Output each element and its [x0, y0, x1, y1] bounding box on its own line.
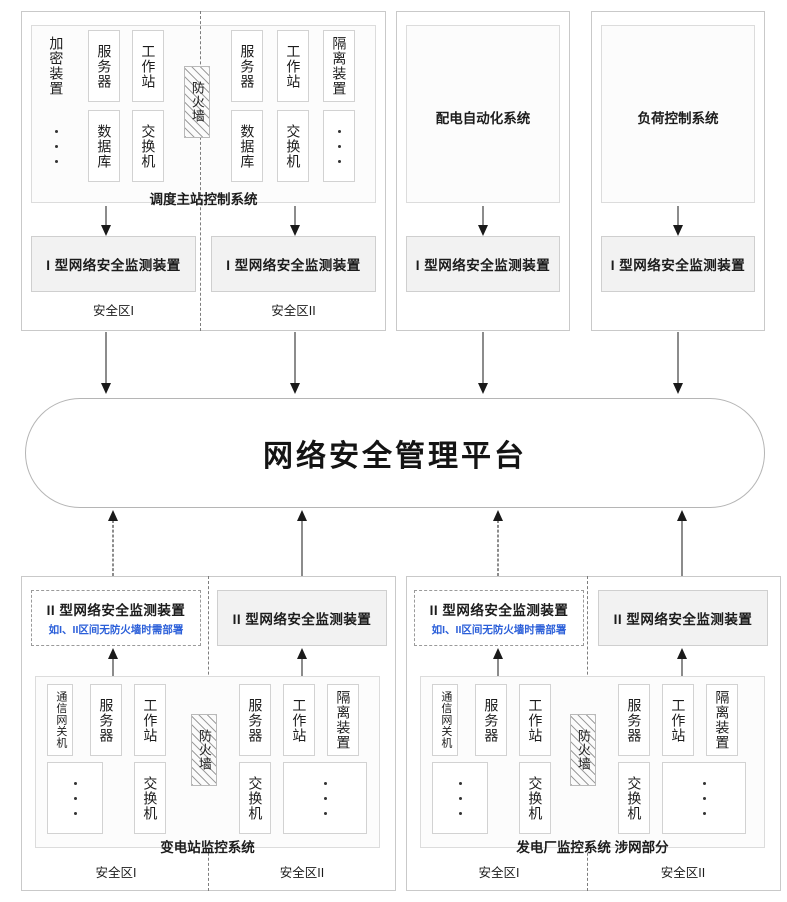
security-management-platform: 网络安全管理平台: [25, 398, 765, 508]
arrow-power-plant-z2-to-platform: [676, 510, 688, 576]
device-isolation-pp-z2: 隔离装置: [706, 684, 738, 756]
monitor-power-plant-zone1: II 型网络安全监测装置 如I、II区间无防火墙时需部署: [414, 590, 584, 646]
monitor-label: II 型网络安全监测装置: [613, 612, 753, 627]
distribution-system-label: 配电自动化系统: [435, 111, 531, 126]
device-workstation-sub-z1: 工作站: [134, 684, 166, 756]
monitor-load-control: I 型网络安全监测装置: [601, 236, 755, 292]
arrow-distribution-to-monitor: [477, 206, 489, 236]
distribution-system-panel: [406, 25, 560, 203]
monitor-dispatch-zone1: I 型网络安全监测装置: [31, 236, 196, 292]
device-switch-sub-z1: 交换机: [134, 762, 166, 834]
firewall-block-dispatch: 防火墙: [184, 66, 210, 138]
substation-system-label: 变电站监控系统: [160, 840, 255, 855]
monitor-power-plant-zone2: II 型网络安全监测装置: [598, 590, 768, 646]
device-dots-sub-z2: [283, 762, 367, 834]
load-control-system-panel: [601, 25, 755, 203]
power-plant-system-label: 发电厂监控系统 涉网部分: [516, 840, 669, 855]
device-dots-pp-z2: [662, 762, 746, 834]
arrow-distribution-to-platform: [477, 332, 489, 394]
device-switch: 交换机: [132, 110, 164, 182]
device-encryption: 加密装置: [48, 36, 65, 96]
device-dots-dispatch-z2: [323, 110, 355, 182]
device-workstation-z2: 工作站: [277, 30, 309, 102]
monitor-label: I 型网络安全监测装置: [226, 258, 361, 273]
device-database-z2: 数据库: [231, 110, 263, 182]
device-server-sub-z1: 服务器: [90, 684, 122, 756]
device-server: 服务器: [88, 30, 120, 102]
monitor-label: II 型网络安全监测装置: [46, 603, 186, 618]
device-workstation: 工作站: [132, 30, 164, 102]
zone-label-dispatch-1: 安全区I: [93, 304, 134, 318]
device-server-sub-z2: 服务器: [239, 684, 271, 756]
device-server-pp-z1: 服务器: [475, 684, 507, 756]
monitor-label: II 型网络安全监测装置: [429, 603, 569, 618]
device-workstation-pp-z2: 工作站: [662, 684, 694, 756]
arrow-load-control-to-monitor: [672, 206, 684, 236]
monitor-note: 如I、II区间无防火墙时需部署: [48, 624, 184, 636]
zone-label-power-plant-1: 安全区I: [478, 866, 520, 880]
arrow-power-plant-z1-to-platform: [492, 510, 504, 576]
device-database: 数据库: [88, 110, 120, 182]
device-server-pp-z2: 服务器: [618, 684, 650, 756]
device-workstation-sub-z2: 工作站: [283, 684, 315, 756]
monitor-label: I 型网络安全监测装置: [415, 258, 551, 273]
arrow-substation-z2-devices-to-monitor: [296, 648, 308, 676]
firewall-block-power-plant: 防火墙: [570, 714, 596, 786]
monitor-substation-zone1: II 型网络安全监测装置 如I、II区间无防火墙时需部署: [31, 590, 201, 646]
arrow-dispatch-z2-to-monitor: [289, 206, 301, 236]
device-server-z2: 服务器: [231, 30, 263, 102]
device-switch-z2: 交换机: [277, 110, 309, 182]
zone-label-substation-1: 安全区I: [95, 866, 137, 880]
device-dots-dispatch-z1: [42, 110, 70, 182]
arrow-power-plant-z1-devices-to-monitor: [492, 648, 504, 676]
load-control-system-label: 负荷控制系统: [637, 111, 719, 126]
zone-label-power-plant-2: 安全区II: [660, 866, 706, 880]
device-comm-gateway-pp: 通信网关机: [432, 684, 458, 756]
device-switch-pp-z2: 交换机: [618, 762, 650, 834]
arrow-dispatch-z1-to-monitor: [100, 206, 112, 236]
device-dots-sub-z1: [47, 762, 103, 834]
arrow-dispatch-z1-to-platform: [100, 332, 112, 394]
zone-label-substation-2: 安全区II: [279, 866, 325, 880]
device-isolation-sub-z2: 隔离装置: [327, 684, 359, 756]
monitor-substation-zone2: II 型网络安全监测装置: [217, 590, 387, 646]
device-comm-gateway-sub: 通信网关机: [47, 684, 73, 756]
device-isolation-z2: 隔离装置: [323, 30, 355, 102]
firewall-block-substation: 防火墙: [191, 714, 217, 786]
arrow-power-plant-z2-devices-to-monitor: [676, 648, 688, 676]
monitor-note: 如I、II区间无防火墙时需部署: [431, 624, 567, 636]
monitor-label: II 型网络安全监测装置: [232, 612, 372, 627]
monitor-label: I 型网络安全监测装置: [610, 258, 746, 273]
device-switch-pp-z1: 交换机: [519, 762, 551, 834]
arrow-load-control-to-platform: [672, 332, 684, 394]
dispatch-zone-divider: [200, 11, 201, 331]
arrow-substation-z2-to-platform: [296, 510, 308, 576]
device-workstation-pp-z1: 工作站: [519, 684, 551, 756]
device-switch-sub-z2: 交换机: [239, 762, 271, 834]
device-dots-pp-z1: [432, 762, 488, 834]
monitor-dispatch-zone2: I 型网络安全监测装置: [211, 236, 376, 292]
monitor-distribution: I 型网络安全监测装置: [406, 236, 560, 292]
zone-label-dispatch-2: 安全区II: [271, 304, 316, 318]
arrow-substation-z1-to-platform: [107, 510, 119, 576]
arrow-dispatch-z2-to-platform: [289, 332, 301, 394]
monitor-label: I 型网络安全监测装置: [46, 258, 181, 273]
arrow-substation-z1-devices-to-monitor: [107, 648, 119, 676]
dispatch-system-label: 调度主站控制系统: [149, 192, 258, 207]
